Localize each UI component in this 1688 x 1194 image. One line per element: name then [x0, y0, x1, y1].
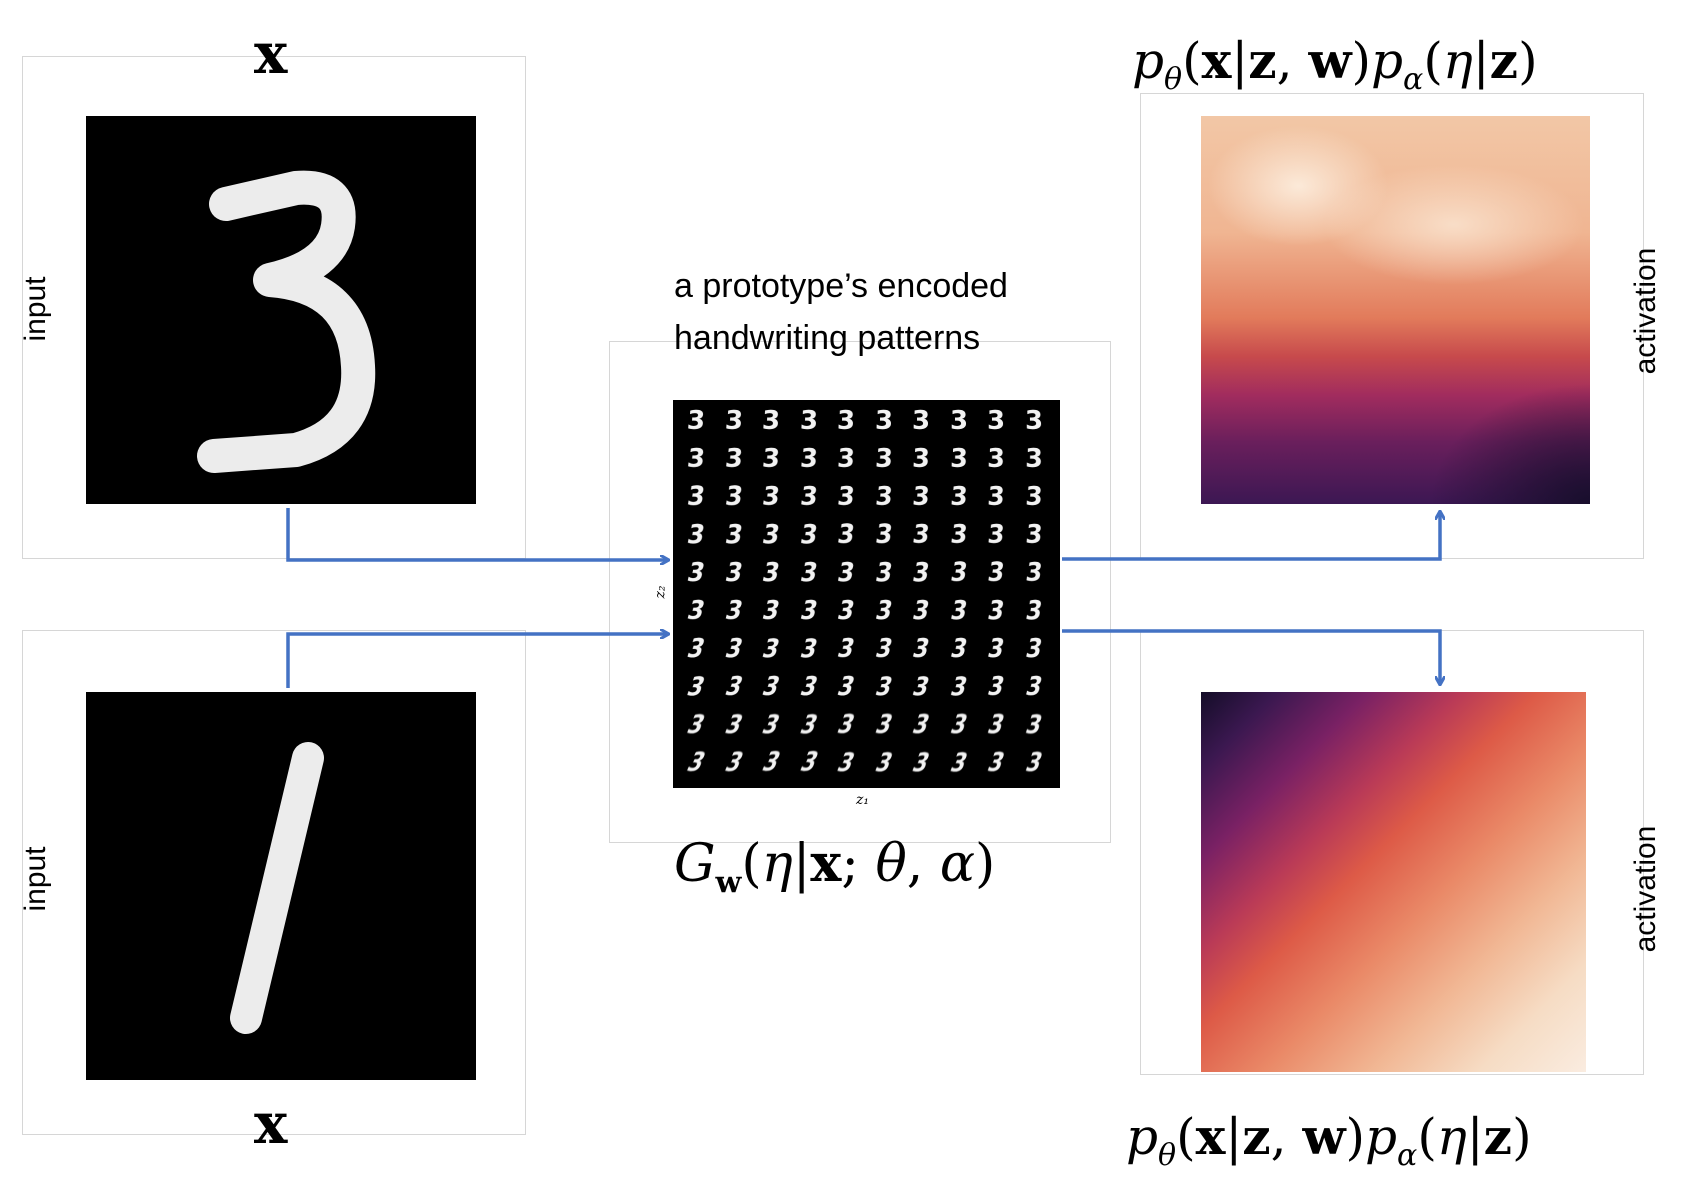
input-bottom-frame	[22, 630, 526, 1135]
output-top-formula: pθ(x|z, w)pα(η|z)	[1132, 31, 1538, 97]
digit-one-image	[230, 742, 324, 1034]
prototype-frame	[609, 341, 1111, 843]
prototype-formula: Gw(η|x; θ, α)	[674, 833, 996, 901]
caption-line-1: a prototype’s encoded	[674, 267, 1008, 305]
input-top-image	[86, 116, 476, 504]
axis-z1-label: z₁	[856, 792, 869, 808]
input-bottom-image	[86, 692, 476, 1080]
digit-three-image	[197, 170, 376, 473]
output-bottom-heatmap	[1201, 692, 1586, 1072]
input-bottom-symbol: x	[254, 1091, 288, 1157]
input-top-frame	[22, 56, 526, 559]
prototype-caption: a prototype’s encoded handwriting patter…	[674, 260, 1094, 364]
arrow-grid-to-output-bottom	[1062, 629, 1440, 684]
arrow-input-bottom-to-grid	[286, 634, 668, 688]
input-top-symbol: x	[254, 21, 288, 87]
caption-line-2: handwriting patterns	[674, 319, 981, 357]
output-top-heatmap	[1201, 116, 1590, 504]
output-bottom-formula: pθ(x|z, w)pα(η|z)	[1126, 1107, 1532, 1173]
arrow-grid-to-output-top	[1062, 512, 1440, 561]
arrow-input-top-to-grid	[286, 508, 668, 560]
